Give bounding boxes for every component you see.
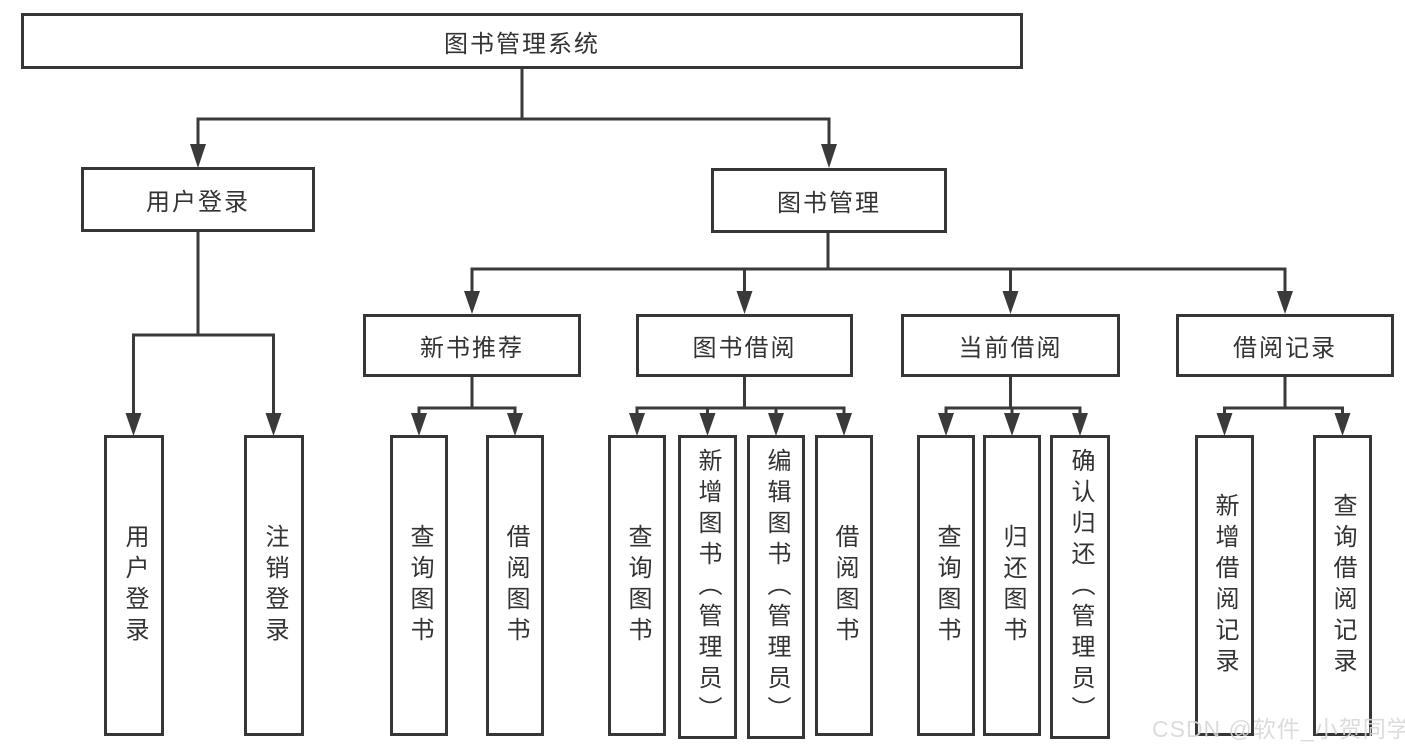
node-new-book-recommend: 新书推荐 <box>363 314 581 377</box>
arrow-down-icon <box>1277 291 1293 314</box>
node-book-borrowing: 图书借阅 <box>636 314 853 377</box>
arrow-down-icon <box>736 291 753 314</box>
leaf-return-books: 归还图书 <box>983 435 1041 736</box>
node-current-borrowing: 当前借阅 <box>901 314 1120 377</box>
leaf-borrow-books: 借阅图书 <box>815 435 873 736</box>
leaf-confirm-return-admin: 确认归还（管理员） <box>1050 435 1110 739</box>
arrow-down-icon <box>411 413 427 436</box>
leaf-edit-book-admin: 编辑图书（管理员） <box>747 435 805 739</box>
arrow-down-icon <box>1216 413 1233 436</box>
arrow-down-icon <box>938 413 954 436</box>
node-book-management: 图书管理 <box>711 168 947 233</box>
arrow-down-icon <box>629 413 645 436</box>
node-book-management-system: 图书管理系统 <box>21 13 1023 69</box>
arrow-down-icon <box>507 413 523 436</box>
arrow-down-icon <box>836 413 852 436</box>
leaf-borrow-books-recommend: 借阅图书 <box>486 435 544 736</box>
leaf-query-borrow-record: 查询借阅记录 <box>1313 435 1372 736</box>
leaf-add-book-admin: 新增图书（管理员） <box>678 435 737 739</box>
arrowhead-icons <box>125 144 1351 436</box>
arrow-down-icon <box>265 413 282 436</box>
leaf-user-login: 用户登录 <box>104 435 164 736</box>
leaf-query-books-borrowing: 查询图书 <box>608 435 666 736</box>
node-borrowing-records: 借阅记录 <box>1176 314 1394 377</box>
leaf-logout: 注销登录 <box>244 435 304 736</box>
node-user-login: 用户登录 <box>81 167 315 232</box>
leaf-query-books-recommend: 查询图书 <box>390 435 448 736</box>
leaf-query-books-current: 查询图书 <box>917 435 975 736</box>
arrow-down-icon <box>464 291 480 314</box>
arrow-down-icon <box>190 144 206 168</box>
arrow-down-icon <box>699 413 716 436</box>
arrow-down-icon <box>1002 291 1019 314</box>
arrow-down-icon <box>768 413 784 436</box>
arrow-down-icon <box>1334 413 1351 436</box>
arrow-down-icon <box>1072 413 1088 436</box>
arrow-down-icon <box>821 144 837 168</box>
leaf-add-borrow-record: 新增借阅记录 <box>1195 435 1254 736</box>
arrow-down-icon <box>125 413 142 436</box>
arrow-down-icon <box>1004 413 1020 436</box>
